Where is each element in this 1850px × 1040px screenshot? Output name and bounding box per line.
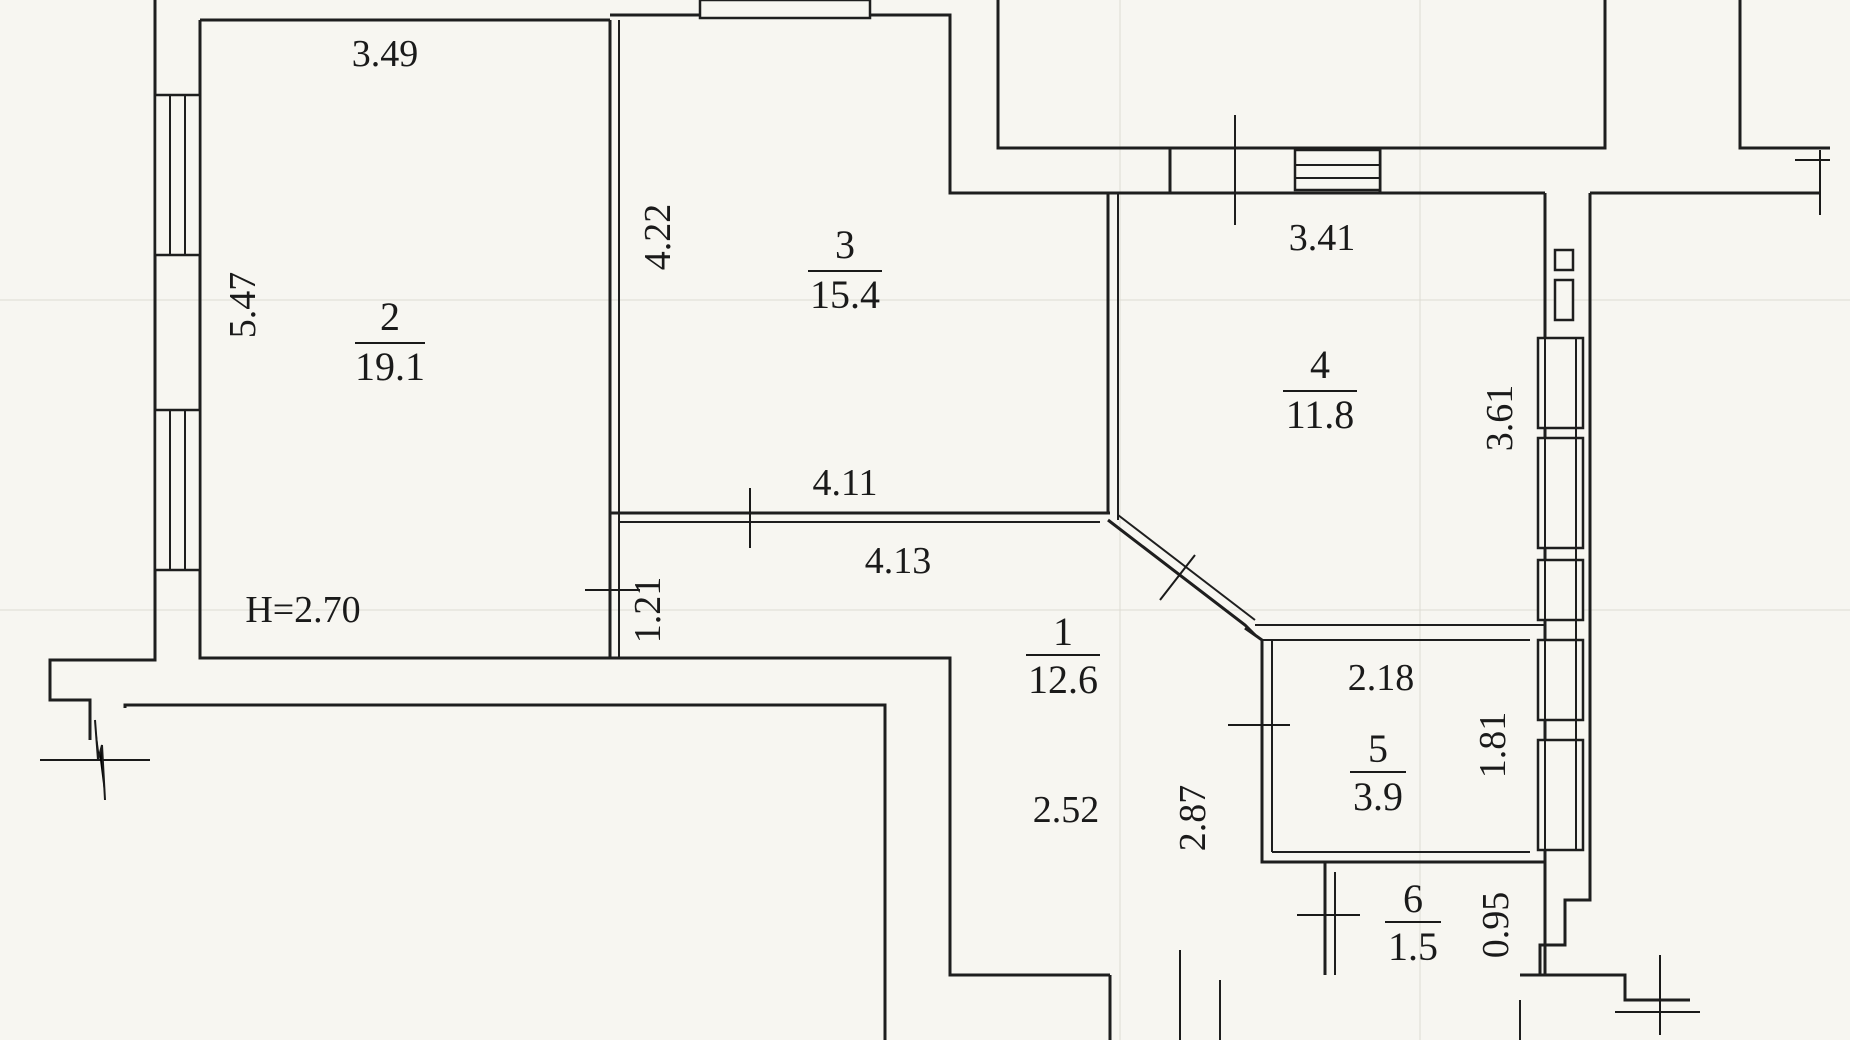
right-windows xyxy=(1536,248,1585,852)
dim-hall-recess: 1.21 xyxy=(627,577,669,644)
room-5-area: 3.9 xyxy=(1353,774,1403,819)
room-1-number: 1 xyxy=(1053,609,1073,654)
left-windows xyxy=(153,0,872,572)
dim-room2-width: 3.49 xyxy=(352,33,419,75)
dim-hall-width: 4.13 xyxy=(865,540,932,582)
room-1-area: 12.6 xyxy=(1028,657,1098,702)
room-2-label: 2 19.1 xyxy=(355,294,425,389)
dim-room4-length: 3.61 xyxy=(1479,385,1521,452)
room-4-area: 11.8 xyxy=(1286,392,1355,437)
room-6-label: 6 1.5 xyxy=(1385,876,1441,969)
room-3-area: 15.4 xyxy=(810,272,880,317)
dim-room5-width: 2.18 xyxy=(1348,657,1415,699)
room-3-label: 3 15.4 xyxy=(808,222,882,317)
dim-room6-length: 0.95 xyxy=(1475,892,1517,959)
room-4-label: 4 11.8 xyxy=(1283,342,1357,437)
interior-walls xyxy=(608,13,1545,975)
room-2-area: 19.1 xyxy=(355,344,425,389)
ceiling-height: H=2.70 xyxy=(245,589,360,631)
room-5-label: 5 3.9 xyxy=(1350,726,1406,819)
room-1-label: 1 12.6 xyxy=(1026,609,1100,702)
room-6-area: 1.5 xyxy=(1388,924,1438,969)
dim-room3-length: 4.22 xyxy=(637,204,679,271)
room-4-number: 4 xyxy=(1310,342,1330,387)
dimension-labels: 3.49 5.47 4.22 4.11 3.41 3.61 4.13 1.21 … xyxy=(222,33,1521,958)
room-2-number: 2 xyxy=(380,294,400,339)
upper-neighbour-block xyxy=(996,0,1830,225)
dim-room3-width: 4.11 xyxy=(812,462,877,504)
dim-hall-length: 2.87 xyxy=(1172,785,1214,852)
dim-room2-length: 5.47 xyxy=(222,272,264,339)
door-marks xyxy=(40,488,1700,1040)
room-3-number: 3 xyxy=(835,222,855,267)
room-5-number: 5 xyxy=(1368,726,1388,771)
dim-room5-length: 1.81 xyxy=(1472,712,1514,779)
room-6-number: 6 xyxy=(1403,876,1423,921)
dim-room4-width: 3.41 xyxy=(1289,217,1356,259)
dim-hall-depth: 2.52 xyxy=(1033,789,1100,831)
